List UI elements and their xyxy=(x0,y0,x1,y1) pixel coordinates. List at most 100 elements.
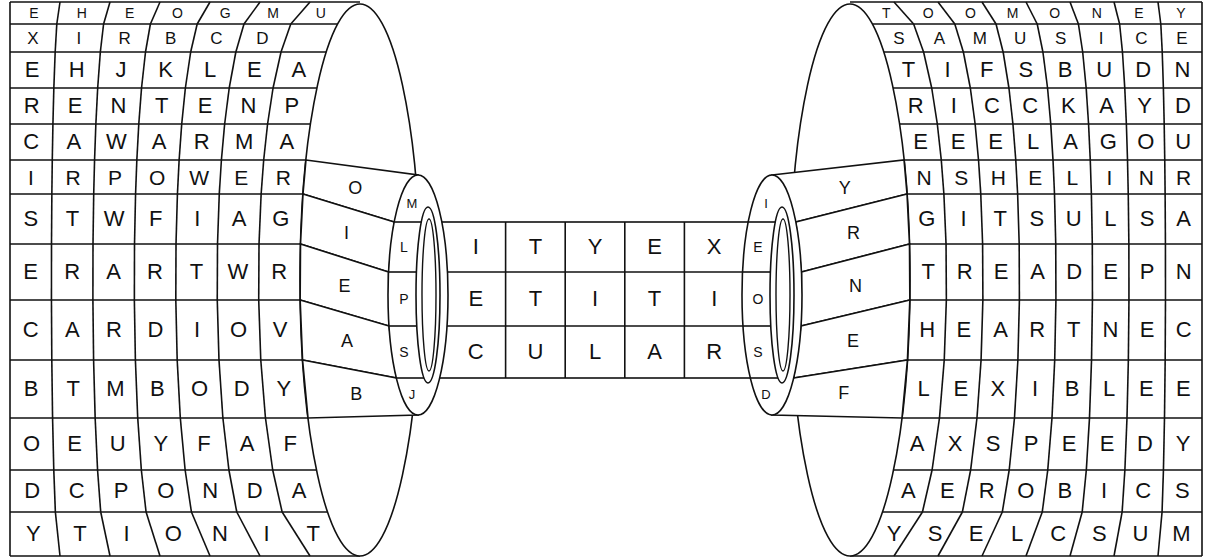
grid-line xyxy=(428,325,782,327)
puzzle-letter: E xyxy=(1062,433,1077,455)
puzzle-letter: E xyxy=(994,261,1009,283)
puzzle-letter: A xyxy=(292,480,307,502)
grid-line xyxy=(982,512,1002,556)
puzzle-letter: I xyxy=(344,224,349,242)
grid-line xyxy=(264,124,268,160)
puzzle-letter: U xyxy=(1175,131,1191,153)
grid-line xyxy=(1158,512,1162,556)
grid-line xyxy=(191,512,210,556)
grid-line xyxy=(1165,244,1167,300)
grid-line xyxy=(1070,512,1082,556)
puzzle-letter: B xyxy=(24,378,39,400)
grid-line xyxy=(1128,244,1130,300)
grid-line xyxy=(216,244,218,300)
grid-line xyxy=(135,194,136,244)
puzzle-letter: M xyxy=(235,131,253,153)
puzzle-letter: O xyxy=(157,480,174,502)
puzzle-letter: I xyxy=(194,208,200,230)
puzzle-letter: C xyxy=(23,319,39,341)
hub-neck xyxy=(300,160,910,418)
puzzle-letter: C xyxy=(468,341,484,363)
puzzle-letter: E xyxy=(234,167,248,188)
puzzle-letter: D xyxy=(1135,59,1151,81)
puzzle-letter: L xyxy=(204,59,216,81)
grid-line xyxy=(258,244,260,300)
grid-line xyxy=(265,418,272,470)
puzzle-letter: E xyxy=(68,95,83,117)
puzzle-letter: U xyxy=(1096,59,1112,81)
puzzle-letter: U xyxy=(1066,208,1082,230)
grid-line xyxy=(1127,194,1129,244)
puzzle-letter: B xyxy=(150,378,165,400)
grid-line xyxy=(1055,244,1057,300)
puzzle-letter: K xyxy=(1061,95,1076,117)
puzzle-letter: S xyxy=(1140,208,1155,230)
puzzle-letter: T xyxy=(190,261,203,283)
puzzle-letter: A xyxy=(1099,95,1114,117)
puzzle-letter: O xyxy=(923,6,934,20)
grid-line xyxy=(1163,418,1164,470)
grid-line xyxy=(971,418,977,470)
grid-line xyxy=(101,512,110,556)
puzzle-letter: D xyxy=(761,388,770,401)
puzzle-letter: C xyxy=(69,480,85,502)
puzzle-letter: R xyxy=(957,261,973,283)
puzzle-letter: E xyxy=(1100,433,1115,455)
grid-line xyxy=(850,51,1202,53)
puzzle-letter: I xyxy=(592,288,598,310)
puzzle-letter: O xyxy=(1049,6,1060,20)
grid-line xyxy=(237,512,260,556)
grid-line xyxy=(982,2,996,24)
grid-line xyxy=(146,24,151,52)
puzzle-letter: Y xyxy=(588,236,603,258)
puzzle-letter: N xyxy=(240,95,256,117)
puzzle-letter: E xyxy=(1139,378,1154,400)
grid-line xyxy=(977,360,981,418)
grid-line xyxy=(150,2,160,24)
grid-line xyxy=(179,124,182,160)
grid-line xyxy=(743,325,771,327)
puzzle-letter: M xyxy=(267,6,279,20)
hub-ring xyxy=(742,175,802,415)
puzzle-letter: T xyxy=(648,288,661,310)
puzzle-letter: N xyxy=(212,523,228,545)
grid-line xyxy=(1089,124,1091,160)
puzzle-letter: D xyxy=(1066,261,1082,283)
puzzle-letter: R xyxy=(271,261,287,283)
puzzle-letter: G xyxy=(1100,131,1117,153)
puzzle-letter: Y xyxy=(154,433,169,455)
puzzle-letter: L xyxy=(918,378,930,400)
grid-line xyxy=(1164,300,1166,360)
grid-line xyxy=(51,360,53,418)
puzzle-letter: G xyxy=(918,208,935,230)
puzzle-letter: E xyxy=(957,319,972,341)
puzzle-letter: X xyxy=(948,433,963,455)
puzzle-letter: D xyxy=(1175,95,1191,117)
puzzle-letter: N xyxy=(202,480,218,502)
puzzle-letter: T xyxy=(902,59,915,81)
grid-line xyxy=(428,271,782,273)
grid-line xyxy=(932,88,938,124)
grid-line xyxy=(104,2,110,24)
hub-ring xyxy=(388,175,448,415)
puzzle-letter: I xyxy=(28,167,34,188)
puzzle-letter: F xyxy=(149,208,162,230)
puzzle-letter: E xyxy=(25,59,40,81)
puzzle-letter: E xyxy=(988,131,1003,153)
puzzle-letter: O xyxy=(348,179,362,197)
grid-line xyxy=(1158,2,1161,24)
puzzle-letter: F xyxy=(197,433,210,455)
grid-line xyxy=(225,88,230,124)
weight-edge xyxy=(9,2,11,556)
grid-line xyxy=(1082,470,1086,512)
grid-line xyxy=(1014,360,1017,418)
puzzle-letter: E xyxy=(1028,167,1042,188)
puzzle-letter: E xyxy=(468,288,483,310)
grid-line xyxy=(219,160,221,194)
grid-line xyxy=(281,24,291,52)
bar-grid xyxy=(428,222,782,378)
grid-line xyxy=(975,124,978,160)
puzzle-letter: U xyxy=(1132,523,1148,545)
grid-line xyxy=(1055,194,1056,244)
